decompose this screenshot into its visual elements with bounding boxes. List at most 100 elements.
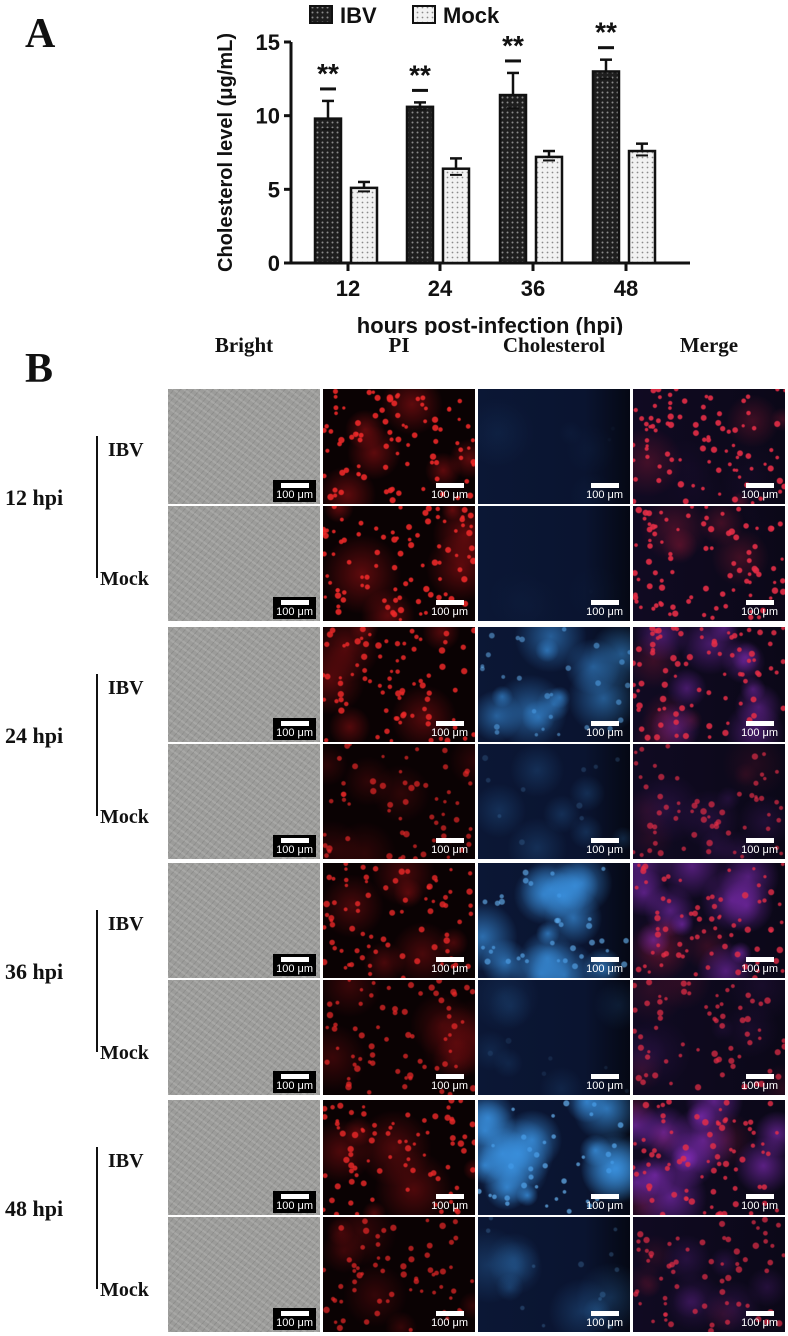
scale-bar-label: 100 μm — [431, 489, 468, 501]
scale-bar-line — [590, 721, 619, 726]
scale-bar-label: 100 μm — [586, 844, 623, 856]
scale-bar-label: 100 μm — [586, 1317, 623, 1329]
scale-bar-line — [435, 721, 464, 726]
micrograph-cholesterol: 100 μm — [478, 744, 630, 859]
scale-bar-label: 100 μm — [741, 1317, 778, 1329]
time-point-label: 48 hpi — [5, 1196, 64, 1221]
scale-bar: 100 μm — [273, 1071, 316, 1093]
scale-bar: 100 μm — [428, 954, 471, 976]
micrograph-pi: 100 μm — [323, 744, 475, 859]
y-axis-label: Cholesterol level (μg/mL) — [215, 33, 237, 272]
micrograph-pi: 100 μm — [323, 1217, 475, 1332]
scale-bar-label: 100 μm — [431, 963, 468, 975]
scale-bar-line — [745, 600, 774, 605]
scale-bar: 100 μm — [738, 597, 781, 619]
scale-bar-label: 100 μm — [586, 489, 623, 501]
scale-bar-label: 100 μm — [741, 1080, 778, 1092]
scale-bar-label: 100 μm — [586, 606, 623, 618]
scale-bar-line — [280, 600, 309, 605]
column-header-merge: Merge — [679, 333, 739, 357]
significance-marker: ** — [595, 17, 617, 48]
micrograph-bright: 100 μm — [168, 506, 320, 621]
micrograph-cholesterol: 100 μm — [478, 506, 630, 621]
bar-mock — [441, 167, 471, 265]
scale-bar: 100 μm — [738, 1071, 781, 1093]
scale-bar: 100 μm — [583, 1071, 626, 1093]
micrograph-bright: 100 μm — [168, 863, 320, 978]
significance-marker: ** — [317, 58, 339, 89]
micrograph-cholesterol: 100 μm — [478, 627, 630, 742]
condition-label-mock: Mock — [100, 568, 149, 590]
bar-mock — [627, 149, 657, 265]
micrograph-merge: 100 μm — [633, 744, 785, 859]
significance-marker: ** — [409, 59, 431, 90]
micrograph-cholesterol: 100 μm — [478, 1100, 630, 1215]
scale-bar-line — [435, 1074, 464, 1079]
scale-bar-label: 100 μm — [276, 489, 313, 501]
scale-bar-label: 100 μm — [276, 727, 313, 739]
scale-bar-line — [435, 957, 464, 962]
scale-bar-label: 100 μm — [741, 489, 778, 501]
scale-bar-line — [590, 483, 619, 488]
micrograph-merge: 100 μm — [633, 1100, 785, 1215]
scale-bar: 100 μm — [738, 1308, 781, 1330]
micrograph-pi: 100 μm — [323, 1100, 475, 1215]
micrograph-cholesterol: 100 μm — [478, 1217, 630, 1332]
scale-bar-line — [435, 600, 464, 605]
micrograph-pi: 100 μm — [323, 389, 475, 504]
x-tick-label: 12 — [336, 276, 360, 301]
scale-bar: 100 μm — [583, 718, 626, 740]
scale-bar-label: 100 μm — [431, 844, 468, 856]
micrograph-cholesterol: 100 μm — [478, 980, 630, 1095]
significance-marker: ** — [502, 30, 524, 61]
scale-bar-label: 100 μm — [741, 963, 778, 975]
condition-label-ibv: IBV — [108, 439, 144, 461]
condition-label-mock: Mock — [100, 1279, 149, 1301]
time-point-label: 24 hpi — [5, 723, 64, 748]
scale-bar-line — [280, 1074, 309, 1079]
scale-bar: 100 μm — [428, 1308, 471, 1330]
x-tick-label: 36 — [521, 276, 545, 301]
group-bracket — [96, 436, 98, 578]
micrograph-pi: 100 μm — [323, 863, 475, 978]
scale-bar-line — [590, 957, 619, 962]
column-header-bright: Bright — [214, 333, 274, 357]
scale-bar-label: 100 μm — [276, 844, 313, 856]
micrograph-merge: 100 μm — [633, 389, 785, 504]
scale-bar-line — [745, 483, 774, 488]
micrograph-merge: 100 μm — [633, 980, 785, 1095]
panel-b-letter: B — [25, 346, 54, 392]
group-bracket — [96, 1147, 98, 1289]
scale-bar-label: 100 μm — [586, 1080, 623, 1092]
micrograph-merge: 100 μm — [633, 1217, 785, 1332]
time-point-label: 36 hpi — [5, 959, 64, 984]
scale-bar-line — [590, 838, 619, 843]
y-tick-label: 10 — [256, 104, 280, 129]
micrograph-pi: 100 μm — [323, 980, 475, 1095]
scale-bar-line — [590, 1311, 619, 1316]
micrograph-merge: 100 μm — [633, 863, 785, 978]
micrograph-pi: 100 μm — [323, 506, 475, 621]
scale-bar-line — [280, 483, 309, 488]
scale-bar: 100 μm — [428, 1071, 471, 1093]
panel-a-letter: A — [25, 11, 56, 57]
scale-bar-line — [590, 600, 619, 605]
scale-bar-line — [590, 1194, 619, 1199]
scale-bar-line — [280, 1311, 309, 1316]
scale-bar-label: 100 μm — [276, 1080, 313, 1092]
scale-bar: 100 μm — [273, 1308, 316, 1330]
legend-swatch-mock — [412, 5, 436, 24]
legend-label-mock: Mock — [443, 3, 500, 28]
scale-bar-label: 100 μm — [431, 1080, 468, 1092]
scale-bar-line — [745, 838, 774, 843]
scale-bar: 100 μm — [273, 1191, 316, 1213]
group-bracket — [96, 910, 98, 1052]
scale-bar: 100 μm — [738, 954, 781, 976]
scale-bar: 100 μm — [273, 954, 316, 976]
time-point-label: 12 hpi — [5, 485, 64, 510]
scale-bar: 100 μm — [583, 835, 626, 857]
condition-label-ibv: IBV — [108, 677, 144, 699]
scale-bar-label: 100 μm — [276, 963, 313, 975]
x-axis-label: hours post-infection (hpi) — [357, 313, 623, 335]
scale-bar-label: 100 μm — [431, 606, 468, 618]
